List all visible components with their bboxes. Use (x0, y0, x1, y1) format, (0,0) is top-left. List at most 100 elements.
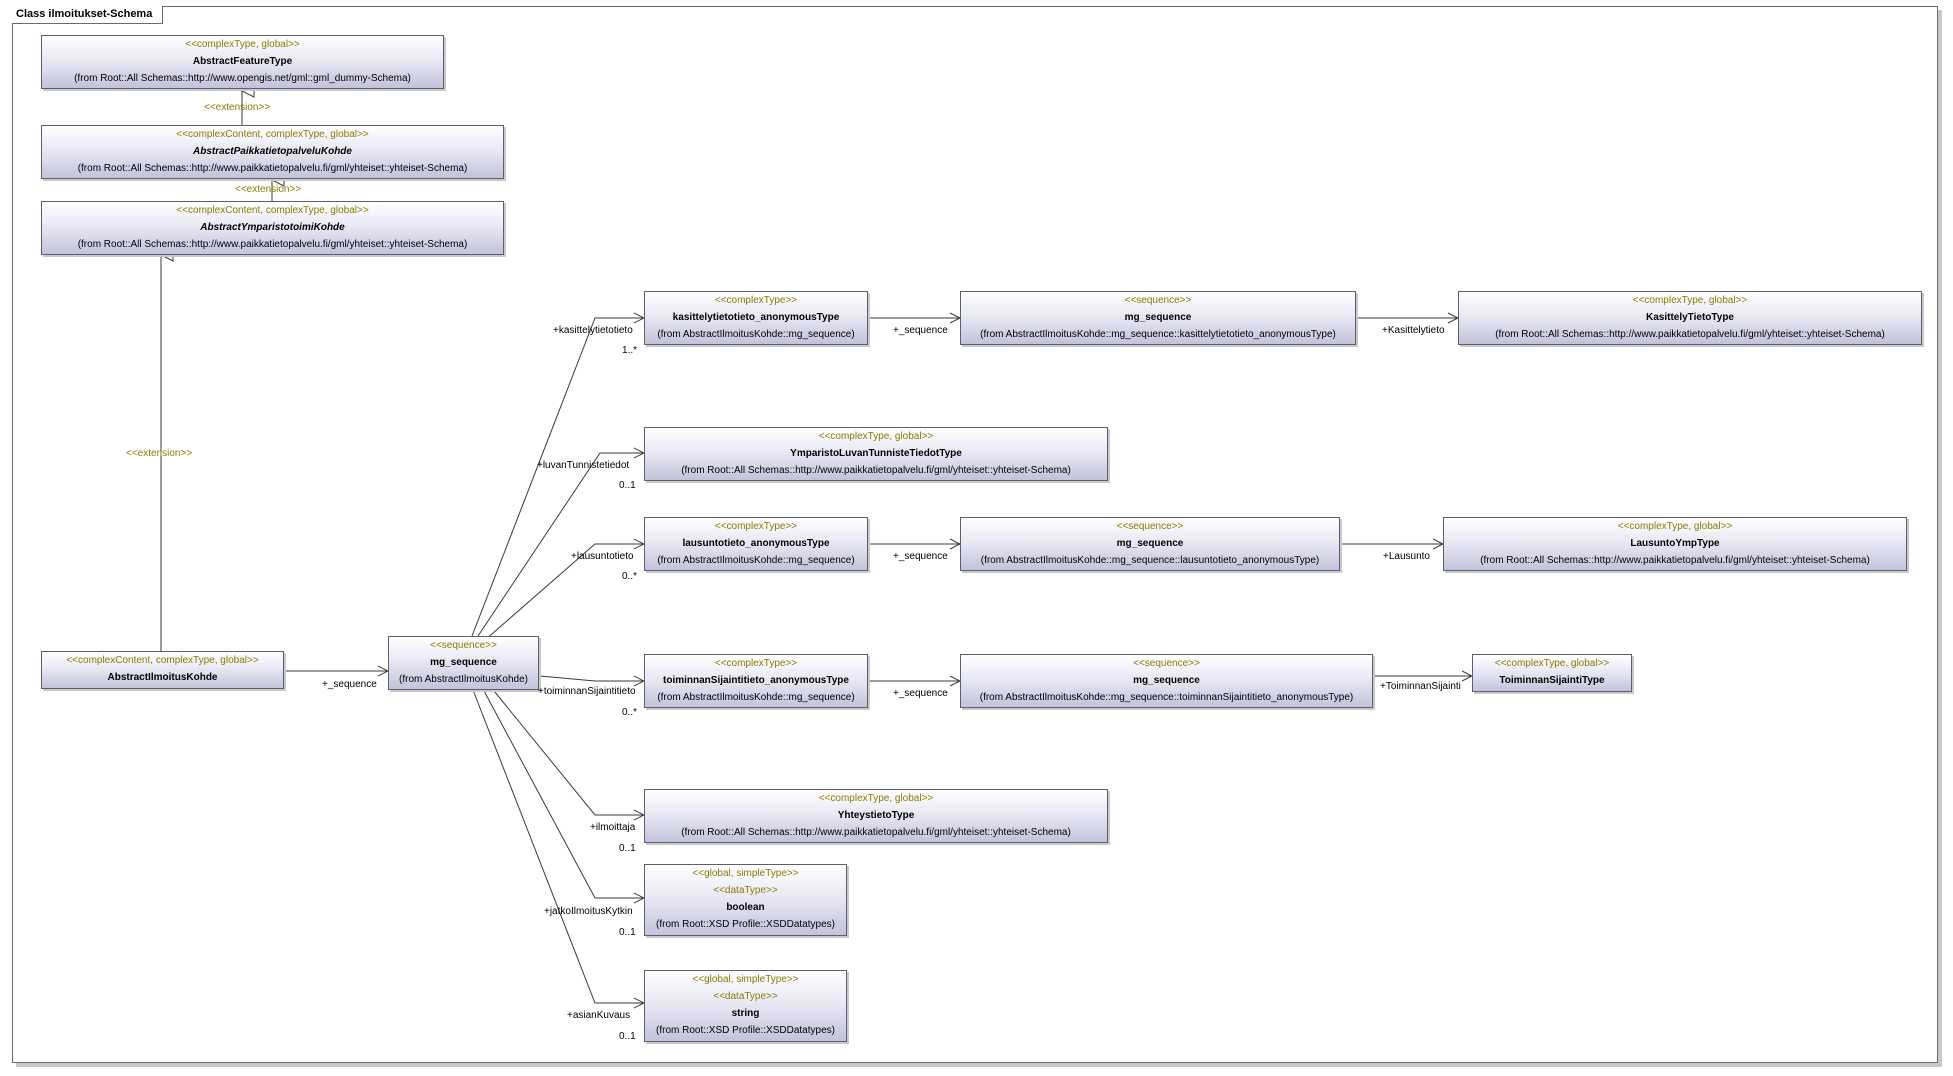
mult-asian-kuvaus: 0..1 (619, 1031, 636, 1042)
role-asian-kuvaus: +asianKuvaus (567, 1010, 631, 1021)
class-yhteystieto-type[interactable]: <<complexType, global>> YhteystietoType … (644, 789, 1108, 843)
edge-kasittelytietotieto (471, 318, 644, 637)
class-abstract-ymparistotoimi-kohde[interactable]: <<complexContent, complexType, global>> … (41, 201, 504, 255)
stereotype-label: <<complexContent, complexType, global>> (66, 655, 259, 666)
class-lausunto-ymp-type[interactable]: <<complexType, global>> LausuntoYmpType … (1443, 517, 1907, 571)
edge-jatko (482, 688, 644, 898)
class-origin: (from Root::XSD Profile::XSDDatatypes) (656, 1025, 835, 1036)
class-origin: (from AbstractIlmoitusKohde::mg_sequence… (657, 692, 855, 703)
mult-luvan-tunnistetiedot: 0..1 (619, 480, 636, 491)
stereotype-label-secondary: <<dataType>> (713, 991, 778, 1002)
stereotype-label: <<sequence>> (430, 640, 497, 651)
mult-kasittelytietotieto: 1..* (622, 345, 638, 356)
class-name: boolean (726, 902, 765, 913)
mult-ilmoittaja: 0..1 (619, 843, 636, 854)
stereotype-label: <<complexType, global>> (1617, 521, 1733, 532)
class-origin: (from Root::All Schemas::http://www.paik… (681, 465, 1071, 476)
mult-lausuntotieto: 0..* (622, 571, 638, 582)
class-name: kasittelytietotieto_anonymousType (672, 312, 840, 323)
class-origin: (from AbstractIlmoitusKohde::mg_sequence… (979, 692, 1354, 703)
stereotype-label-secondary: <<dataType>> (713, 885, 778, 896)
class-mg-sequence-lausunto[interactable]: <<sequence>> mg_sequence (from AbstractI… (960, 517, 1340, 571)
sequence-role-kasittely: +_sequence (893, 325, 948, 336)
stereotype-label: <<complexType>> (714, 658, 798, 669)
class-mg-sequence-main[interactable]: <<sequence>> mg_sequence (from AbstractI… (388, 636, 539, 690)
stereotype-label: <<sequence>> (1133, 658, 1200, 669)
class-mg-sequence-toiminnan[interactable]: <<sequence>> mg_sequence (from AbstractI… (960, 654, 1373, 708)
class-toiminnan-sijaintitieto-anonymous[interactable]: <<complexType>> toiminnanSijaintitieto_a… (644, 654, 868, 708)
edge-lausunto (484, 544, 644, 641)
class-toiminnan-sijainti-type[interactable]: <<complexType, global>> ToiminnanSijaint… (1472, 654, 1632, 692)
class-lausuntotieto-anonymous[interactable]: <<complexType>> lausuntotieto_anonymousT… (644, 517, 868, 571)
stereotype-label: <<complexType, global>> (818, 793, 934, 804)
class-origin: (from AbstractIlmoitusKohde) (399, 674, 528, 685)
class-name: mg_sequence (1124, 312, 1192, 323)
class-string[interactable]: <<global, simpleType>> <<dataType>> stri… (644, 970, 847, 1042)
class-name: LausuntoYmpType (1630, 538, 1720, 549)
role-lausunto-target: +Lausunto (1383, 551, 1430, 562)
extension-label-1: <<extension>> (204, 102, 271, 113)
stereotype-label: <<global, simpleType>> (692, 868, 799, 879)
role-kasittelytietotieto: +kasittelytietotieto (553, 325, 633, 336)
class-kasittely-tieto-type[interactable]: <<complexType, global>> KasittelyTietoTy… (1458, 291, 1922, 345)
class-origin: (from Root::All Schemas::http://www.paik… (1480, 555, 1870, 566)
sequence-role-main: +_sequence (322, 679, 377, 690)
stereotype-label: <<complexType, global>> (818, 431, 934, 442)
class-origin: (from Root::XSD Profile::XSDDatatypes) (656, 919, 835, 930)
stereotype-label: <<complexType, global>> (1632, 295, 1748, 306)
class-origin: (from Root::All Schemas::http://www.paik… (1495, 329, 1885, 340)
role-ilmoittaja: +ilmoittaja (590, 822, 636, 833)
class-origin: (from Root::All Schemas::http://www.paik… (77, 239, 468, 250)
role-toiminnan-target: +ToiminnanSijainti (1380, 681, 1461, 692)
extension-label-2: <<extension>> (235, 184, 302, 195)
class-name: YhteystietoType (837, 810, 915, 821)
class-name: AbstractYmparistotoimiKohde (200, 222, 345, 233)
extension-label-3: <<extension>> (126, 448, 193, 459)
sequence-role-toiminnan: +_sequence (893, 688, 948, 699)
class-mg-sequence-kasittely[interactable]: <<sequence>> mg_sequence (from AbstractI… (960, 291, 1356, 345)
class-ymparisto-luvan-tunniste-tiedot-type[interactable]: <<complexType, global>> YmparistoLuvanTu… (644, 427, 1108, 481)
stereotype-label: <<sequence>> (1124, 295, 1192, 306)
edge-luvan (477, 453, 644, 637)
class-boolean[interactable]: <<global, simpleType>> <<dataType>> bool… (644, 864, 847, 936)
role-lausuntotieto: +lausuntotieto (571, 551, 634, 562)
class-abstract-ilmoitus-kohde[interactable]: <<complexContent, complexType, global>> … (41, 651, 284, 689)
class-name: mg_sequence (430, 657, 497, 668)
class-name: AbstractFeatureType (192, 56, 293, 67)
class-abstract-feature-type[interactable]: <<complexType, global>> AbstractFeatureT… (41, 35, 444, 89)
stereotype-label: <<complexType, global>> (1494, 658, 1610, 669)
class-origin: (from AbstractIlmoitusKohde::mg_sequence… (657, 555, 855, 566)
class-abstract-paikkatietopalvelu-kohde[interactable]: <<complexContent, complexType, global>> … (41, 125, 504, 179)
class-name: KasittelyTietoType (1646, 312, 1734, 323)
edge-toiminnan (539, 675, 644, 681)
class-name: mg_sequence (1116, 538, 1184, 549)
class-origin: (from AbstractIlmoitusKohde::mg_sequence… (657, 329, 855, 340)
stereotype-label: <<global, simpleType>> (692, 974, 799, 985)
stereotype-label: <<complexType>> (714, 521, 798, 532)
role-luvan-tunnistetiedot: +luvanTunnistetiedot (537, 460, 630, 471)
class-origin: (from AbstractIlmoitusKohde::mg_sequence… (980, 555, 1320, 566)
edge-ilmoittaja (489, 685, 644, 815)
stereotype-label: <<complexContent, complexType, global>> (176, 129, 369, 140)
class-name: lausuntotieto_anonymousType (682, 538, 830, 549)
class-name: string (731, 1008, 760, 1019)
class-origin: (from Root::All Schemas::http://www.open… (74, 73, 411, 84)
stereotype-label: <<complexType>> (714, 295, 798, 306)
class-name: mg_sequence (1133, 675, 1200, 686)
class-name: toiminnanSijaintitieto_anonymousType (663, 675, 849, 686)
role-toiminnan-sijaintitieto: +toiminnanSijaintitieto (538, 686, 636, 697)
edge-asian (472, 689, 644, 1003)
stereotype-label: <<complexType, global>> (185, 39, 300, 50)
mult-jatko-ilmoitus-kytkin: 0..1 (619, 927, 636, 938)
stereotype-label: <<complexContent, complexType, global>> (176, 205, 369, 216)
class-kasittelytietotieto-anonymous[interactable]: <<complexType>> kasittelytietotieto_anon… (644, 291, 868, 345)
mult-toiminnan-sijaintitieto: 0..* (622, 707, 638, 718)
class-name: AbstractPaikkatietopalveluKohde (193, 146, 352, 157)
sequence-role-lausunto: +_sequence (893, 551, 948, 562)
class-name: YmparistoLuvanTunnisteTiedotType (790, 448, 962, 459)
class-origin: (from Root::All Schemas::http://www.paik… (681, 827, 1071, 838)
class-name: AbstractIlmoitusKohde (107, 672, 218, 683)
role-kasittelytieto-target: +Kasittelytieto (1382, 325, 1445, 336)
diagram-title: Class ilmoitukset-Schema (12, 6, 164, 24)
